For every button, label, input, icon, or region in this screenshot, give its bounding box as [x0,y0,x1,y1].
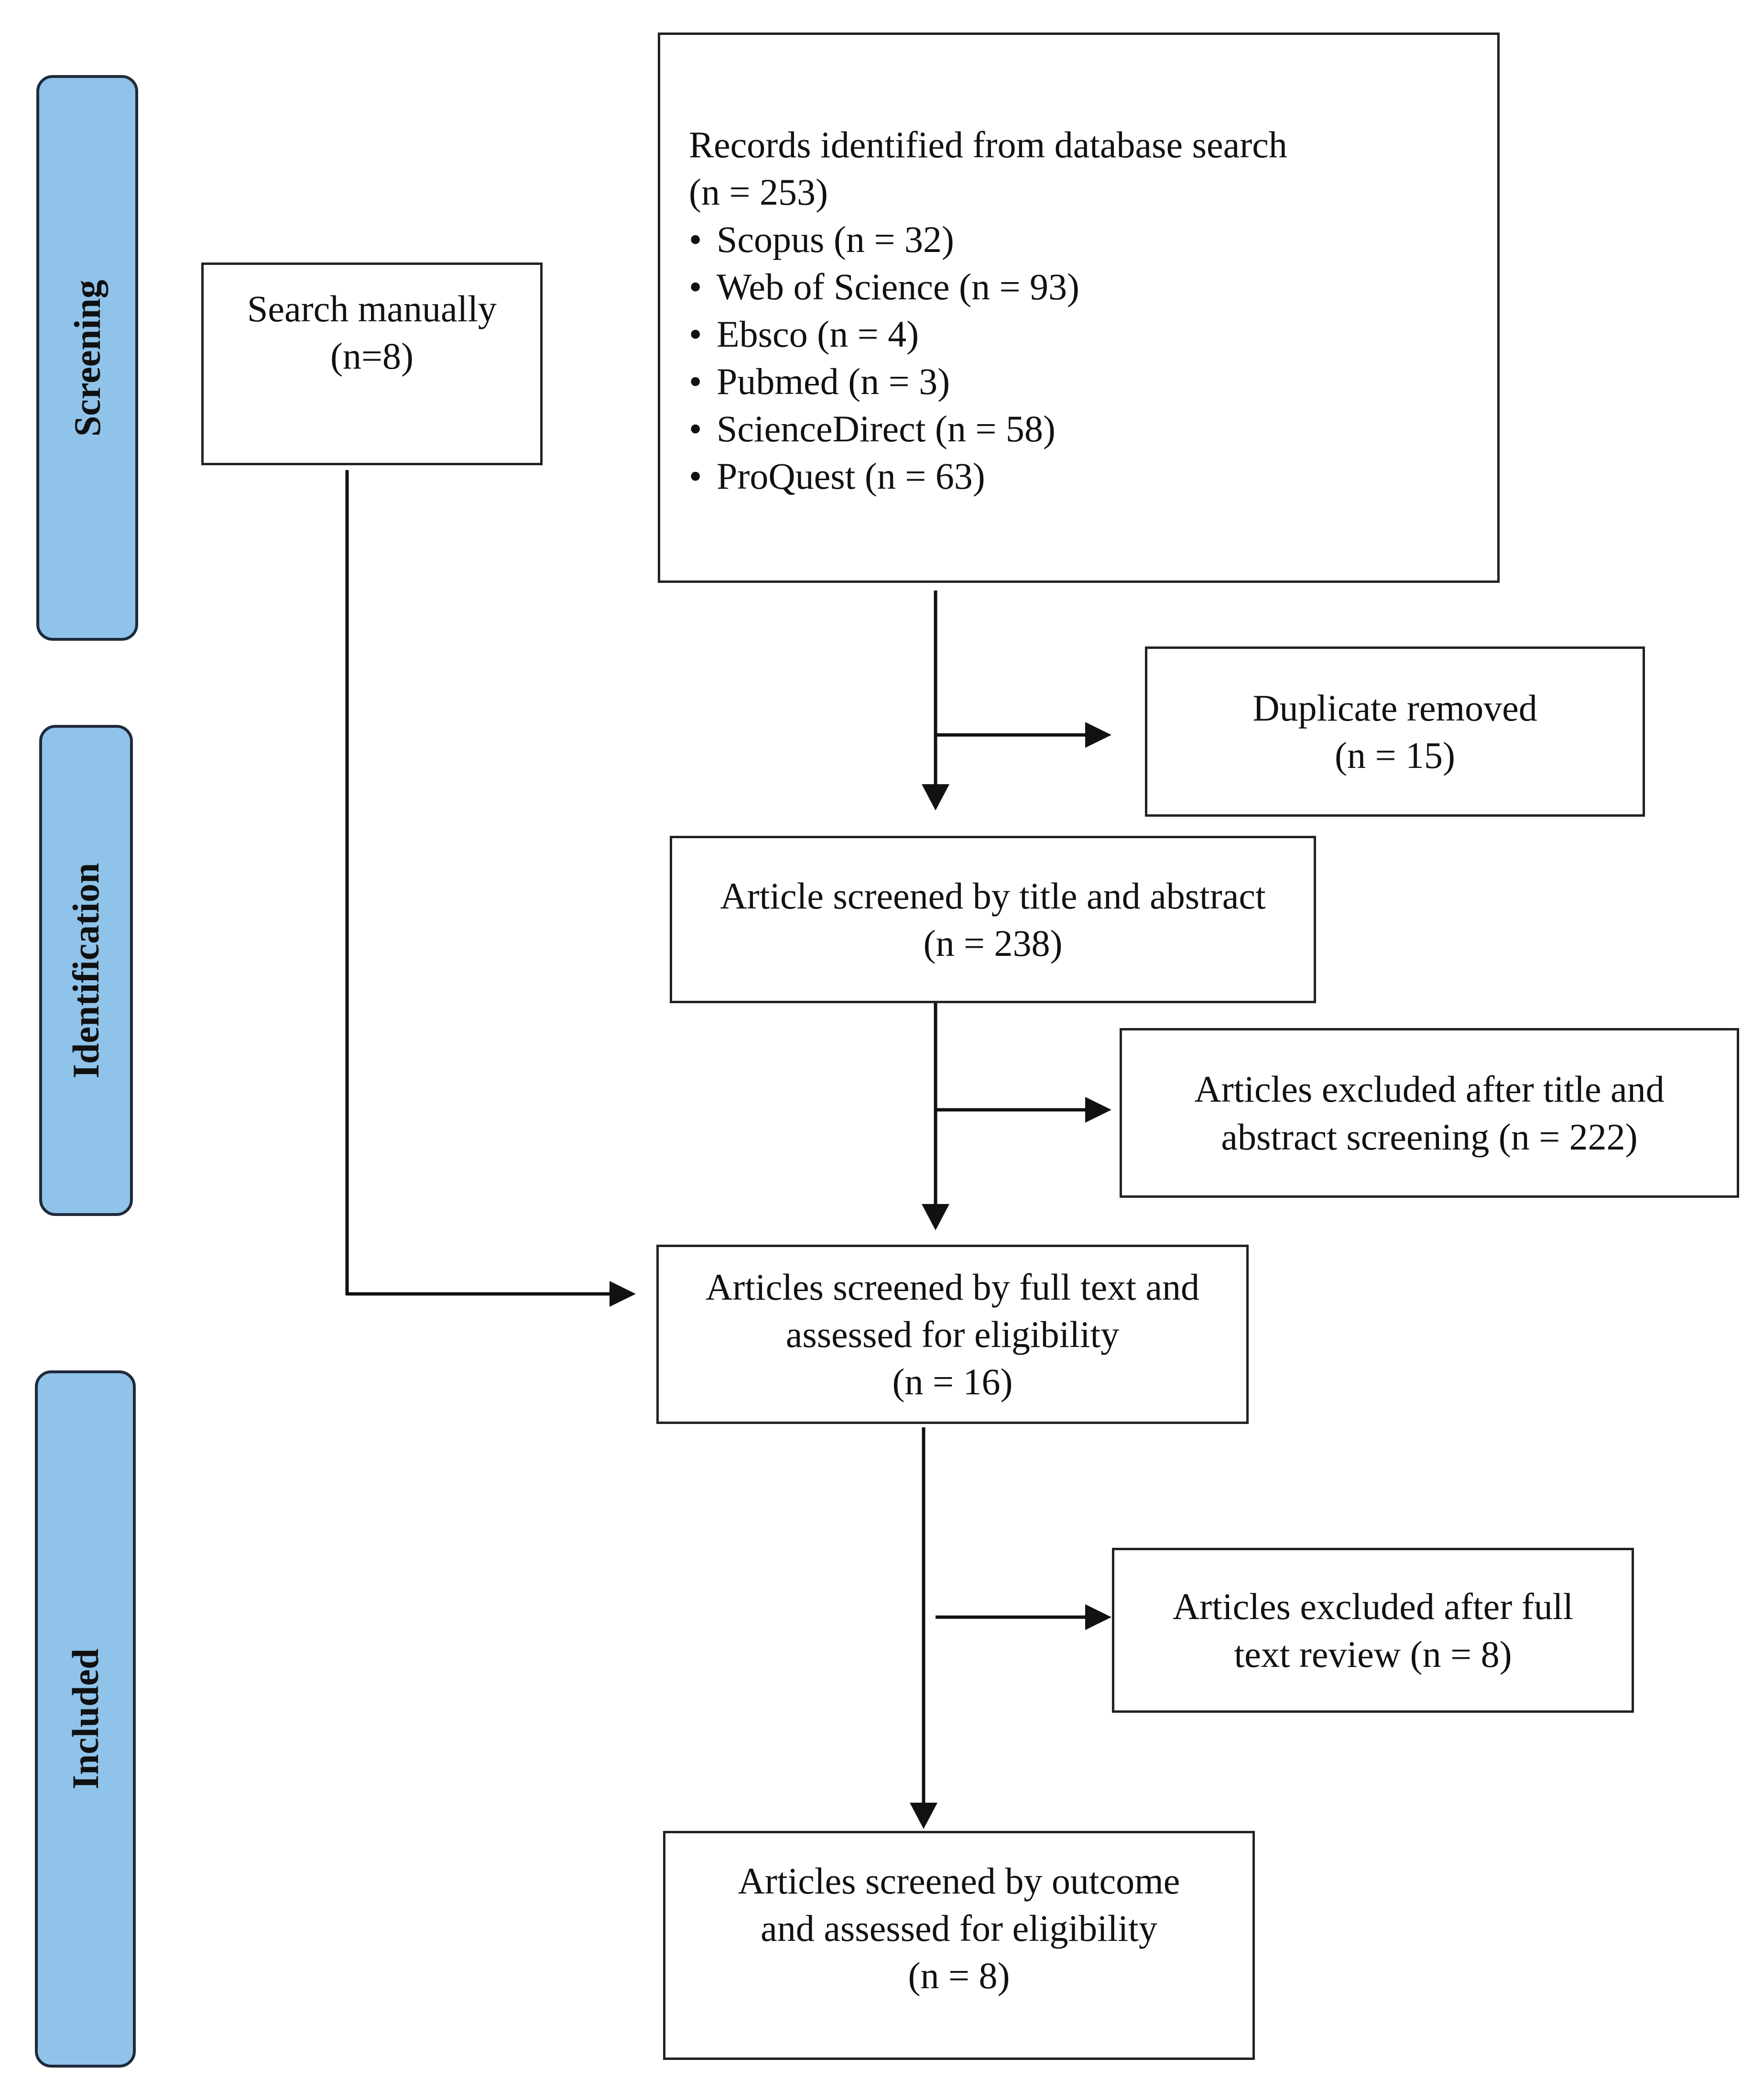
excluded-title-abstract-box: Articles excluded after title and abstra… [1120,1028,1739,1198]
phase-label-screening: Screening [66,279,108,437]
arrowhead-excluded-title [1085,1097,1111,1123]
outcome-label-1: Articles screened by outcome [738,1860,1180,1902]
records-identified-box: Records identified from database search … [658,33,1500,583]
full-text-count: (n = 16) [892,1361,1013,1403]
full-text-label-1: Articles screened by full text and [705,1266,1200,1308]
title-abstract-label: Article screened by title and abstract [720,875,1266,917]
phase-bar-screening: Screening [36,75,138,641]
excluded-full-text-label: Articles excluded after full [1172,1586,1574,1628]
list-item: Ebsco (n = 4) [689,310,1079,358]
records-source-list: Scopus (n = 32) Web of Science (n = 93) … [689,216,1079,500]
list-item: Scopus (n = 32) [689,216,1079,263]
list-item: Web of Science (n = 93) [689,263,1079,310]
records-count: (n = 253) [689,171,828,213]
list-item: ProQuest (n = 63) [689,452,1079,500]
excluded-full-text-count: text review (n = 8) [1234,1633,1512,1675]
title-abstract-screen-box: Article screened by title and abstract (… [670,836,1316,1003]
excluded-full-text-box: Articles excluded after full text review… [1112,1548,1634,1713]
excluded-title-abstract-label: Articles excluded after title and [1194,1068,1665,1110]
records-title: Records identified from database search [689,124,1287,165]
outcome-label-2: and assessed for eligibility [761,1907,1157,1949]
phase-label-included: Included [64,1648,106,1790]
arrowhead-duplicate [1085,722,1111,748]
duplicate-removed-label: Duplicate removed [1252,687,1537,729]
arrowhead-excluded-fulltext [1085,1604,1111,1630]
list-item: ScienceDirect (n = 58) [689,405,1079,452]
full-text-screen-box: Articles screened by full text and asses… [656,1245,1249,1424]
outcome-screen-box: Articles screened by outcome and assesse… [663,1831,1255,2060]
excluded-title-abstract-count: abstract screening (n = 222) [1221,1116,1638,1158]
duplicate-removed-count: (n = 15) [1335,734,1455,776]
arrowhead-fulltext-to-outcome [910,1803,937,1829]
arrowhead-title-to-fulltext [922,1204,949,1230]
manual-search-count: (n=8) [330,335,414,377]
manual-search-box: Search manually (n=8) [201,263,543,465]
outcome-count: (n = 8) [908,1955,1010,1997]
phase-label-identification: Identification [65,863,107,1078]
arrowhead-manual-to-fulltext [610,1281,636,1307]
manual-search-label: Search manually [247,288,497,329]
list-item: Pubmed (n = 3) [689,358,1079,405]
full-text-label-2: assessed for eligibility [785,1313,1120,1355]
phase-bar-included: Included [35,1370,136,2068]
duplicate-removed-box: Duplicate removed (n = 15) [1145,646,1645,817]
arrowhead-records-to-title [922,784,949,810]
title-abstract-count: (n = 238) [923,922,1063,964]
phase-bar-identification: Identification [39,725,133,1216]
